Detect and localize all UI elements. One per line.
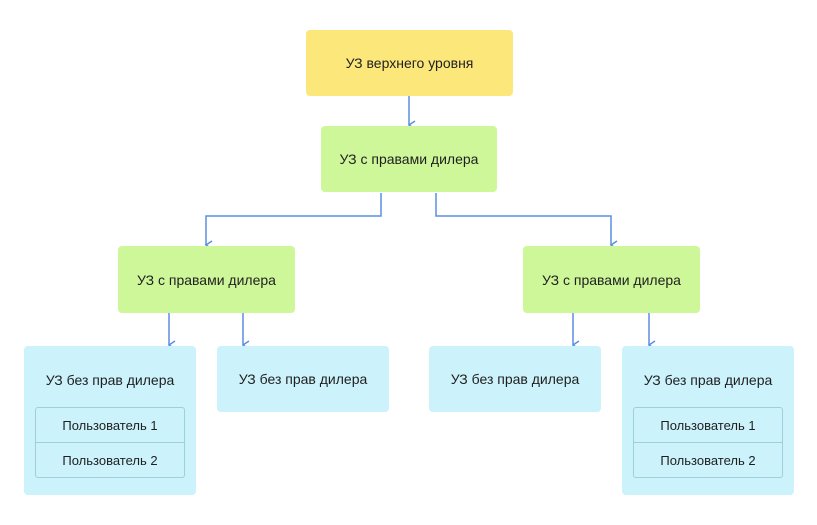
node-leaf-4: УЗ без прав дилера Пользователь 1 Пользо…	[622, 346, 794, 495]
user-row: Пользователь 2	[634, 442, 782, 477]
node-leaf-3-label: УЗ без прав дилера	[450, 371, 580, 387]
node-top-level-label: УЗ верхнего уровня	[345, 55, 474, 71]
node-leaf-1: УЗ без прав дилера Пользователь 1 Пользо…	[24, 346, 196, 495]
connector-dealer-to-right	[435, 193, 618, 250]
node-leaf-4-label: УЗ без прав дилера	[643, 372, 773, 388]
node-leaf-1-label: УЗ без прав дилера	[45, 372, 175, 388]
node-dealer-left: УЗ с правами дилера	[118, 246, 295, 313]
node-leaf-3: УЗ без прав дилера	[429, 346, 601, 412]
node-dealer-root: УЗ с правами дилера	[321, 126, 497, 192]
node-dealer-root-label: УЗ с правами дилера	[339, 151, 479, 167]
connector-dealer-to-left	[204, 193, 382, 250]
node-dealer-right: УЗ с правами дилера	[523, 246, 700, 313]
user-row: Пользователь 1	[62, 417, 158, 433]
node-dealer-left-label: УЗ с правами дилера	[137, 271, 276, 288]
user-list: Пользователь 1 Пользователь 2	[35, 407, 185, 478]
node-top-level: УЗ верхнего уровня	[306, 30, 513, 96]
user-list: Пользователь 1 Пользователь 2	[633, 407, 783, 478]
node-dealer-right-label: УЗ с правами дилера	[542, 271, 681, 288]
user-row: Пользователь 2	[36, 442, 184, 477]
node-leaf-2-label: УЗ без прав дилера	[238, 371, 368, 387]
user-row: Пользователь 1	[660, 417, 756, 433]
node-leaf-2: УЗ без прав дилера	[217, 346, 389, 412]
